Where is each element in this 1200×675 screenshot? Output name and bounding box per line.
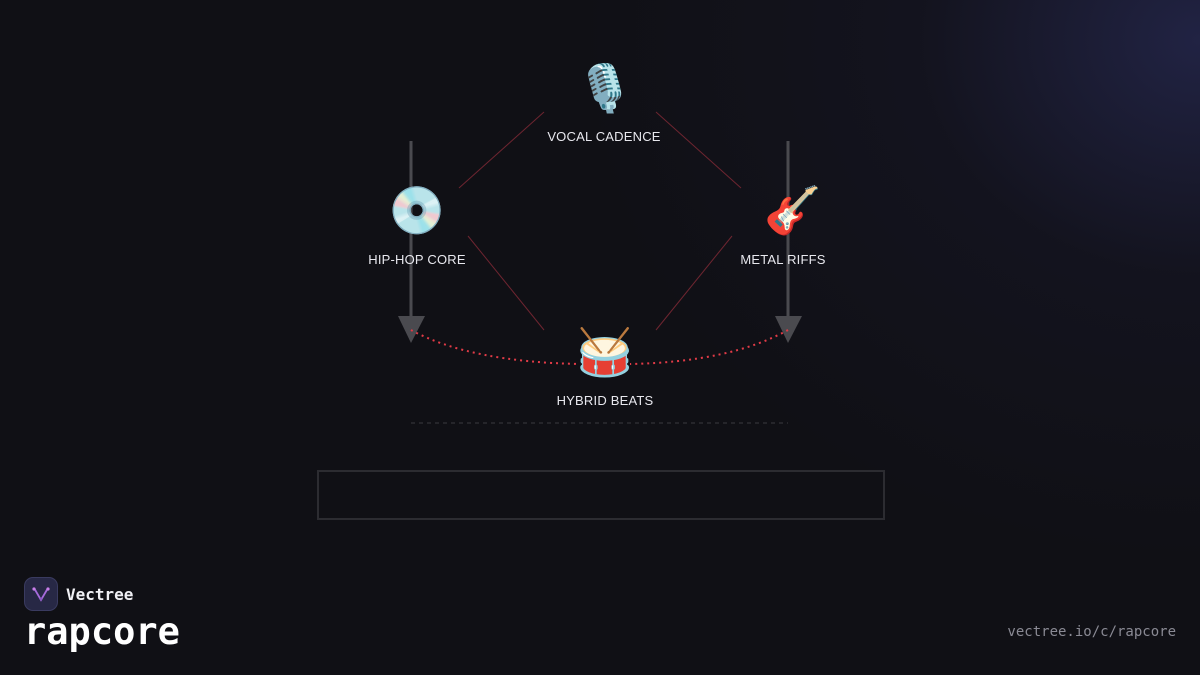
connector-vocal-hiphop <box>458 111 545 189</box>
node-label-hip-hop-core: HIP-HOP CORE <box>368 252 466 267</box>
node-label-metal-riffs: METAL RIFFS <box>740 252 826 267</box>
curve-left <box>410 329 581 365</box>
connector-vocal-metal <box>655 111 742 189</box>
node-label-hybrid-beats: HYBRID BEATS <box>556 393 654 408</box>
left-down-arrow <box>398 141 425 343</box>
connector-hiphop-hybrid <box>467 235 545 331</box>
empty-output-box <box>317 470 885 520</box>
connector-metal-hybrid <box>655 235 733 331</box>
drum-icon: 🥁 <box>576 325 634 379</box>
microphone-icon: 🎙️ <box>576 61 634 115</box>
brand-name: Vectree <box>66 584 134 604</box>
cd-icon: 💿 <box>388 183 446 237</box>
curve-right <box>629 329 789 365</box>
project-name: rapcore <box>24 610 180 653</box>
brand: Vectree <box>24 577 133 611</box>
vectree-logo-icon <box>24 577 58 611</box>
node-label-vocal-cadence: VOCAL CADENCE <box>547 129 661 144</box>
guitar-icon: 🎸 <box>764 183 822 237</box>
project-url: vectree.io/c/rapcore <box>1007 624 1176 640</box>
right-down-arrow <box>775 141 802 343</box>
